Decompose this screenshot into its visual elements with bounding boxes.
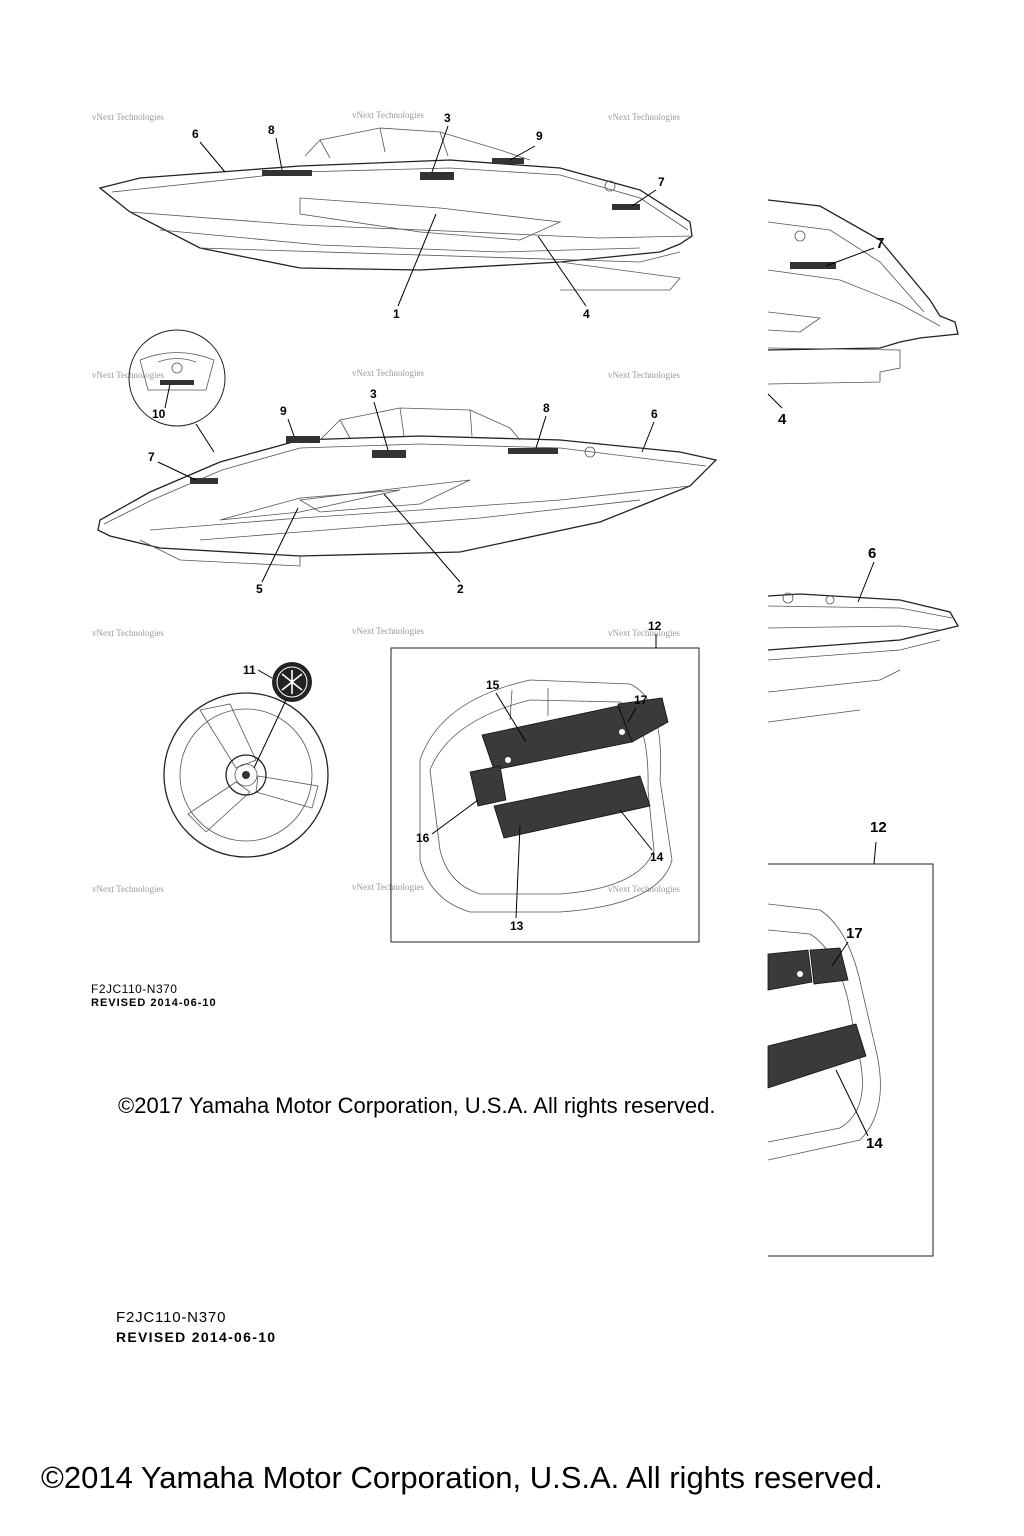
decal-graphic (286, 436, 320, 443)
watermark: vNext Technologies (352, 882, 424, 892)
boat-port-callouts: 9 3 8 6 7 5 2 (148, 387, 658, 596)
callout-16: 16 (416, 831, 430, 845)
copyright-2017: ©2017 Yamaha Motor Corporation, U.S.A. A… (118, 1093, 716, 1118)
callout-6: 6 (192, 127, 199, 141)
callout-7: 7 (658, 175, 665, 189)
decal-graphic (262, 170, 312, 176)
part-code-large: F2JC110-N370 (116, 1309, 227, 1326)
callout-9: 9 (280, 404, 287, 418)
part-code: F2JC110-N370 (91, 982, 178, 996)
callout-6: 6 (868, 545, 876, 562)
watermark: vNext Technologies (352, 368, 424, 378)
watermark: vNext Technologies (608, 628, 680, 638)
watermark: vNext Technologies (608, 370, 680, 380)
enlarged-rail-detail: 6 (767, 545, 959, 723)
watermark: vNext Technologies (92, 370, 164, 380)
callout-17: 17 (846, 925, 863, 942)
callout-2: 2 (457, 582, 464, 596)
callout-14: 14 (650, 850, 664, 864)
callout-5: 5 (256, 582, 263, 596)
decal-graphic (492, 158, 524, 164)
callout-4: 4 (778, 411, 787, 428)
callout-3: 3 (444, 111, 451, 125)
callout-1: 1 (393, 307, 400, 321)
decal-graphic (372, 450, 406, 458)
deck-mat-detail: 15 17 16 14 13 12 (390, 619, 700, 943)
decal-graphic (420, 172, 454, 180)
watermark: vNext Technologies (92, 628, 164, 638)
callout-14: 14 (866, 1135, 883, 1152)
watermark: vNext Technologies (92, 884, 164, 894)
callout-3: 3 (370, 387, 377, 401)
watermark: vNext Technologies (92, 112, 164, 122)
watermark-layer: vNext Technologies vNext Technologies vN… (92, 110, 680, 894)
copyright-2014: ©2014 Yamaha Motor Corporation, U.S.A. A… (41, 1460, 883, 1495)
steering-wheel: 11 (163, 662, 329, 858)
decal-graphic (508, 448, 558, 454)
callout-8: 8 (543, 401, 550, 415)
boat-starboard-callouts: 6 8 3 9 7 1 4 (192, 111, 665, 321)
callout-12: 12 (870, 819, 887, 836)
callout-17: 17 (634, 693, 648, 707)
callout-11: 11 (243, 663, 256, 677)
revised-date: REVISED 2014-06-10 (91, 997, 217, 1009)
revised-date-large: REVISED 2014-06-10 (116, 1329, 277, 1345)
callout-9: 9 (536, 129, 543, 143)
decal-graphic (612, 204, 640, 210)
enlarged-bow-detail: 7 4 (767, 199, 959, 428)
watermark: vNext Technologies (608, 112, 680, 122)
decal-graphic (190, 478, 218, 484)
callout-7: 7 (148, 450, 155, 464)
callout-8: 8 (268, 123, 275, 137)
callout-10: 10 (152, 407, 166, 421)
watermark: vNext Technologies (352, 110, 424, 120)
boat-port-view (97, 407, 718, 567)
detail-circle-transom: 10 (128, 329, 226, 453)
callout-7: 7 (876, 235, 884, 252)
callout-12: 12 (648, 619, 662, 633)
callout-4: 4 (583, 307, 590, 321)
callout-6: 6 (651, 407, 658, 421)
watermark: vNext Technologies (608, 884, 680, 894)
watermark: vNext Technologies (352, 626, 424, 636)
enlarged-mat-detail: 12 17 14 (767, 819, 934, 1257)
boat-starboard-view (98, 127, 693, 291)
callout-13: 13 (510, 919, 524, 933)
callout-15: 15 (486, 678, 500, 692)
